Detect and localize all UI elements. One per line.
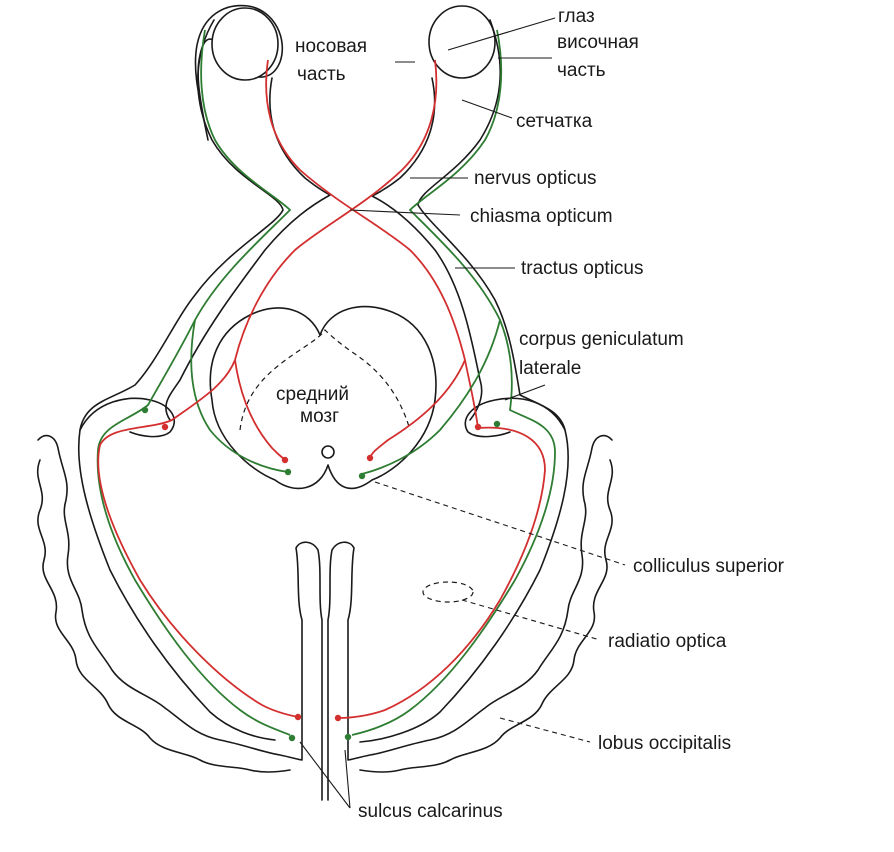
label-radiatio-optica: radiatio optica — [608, 631, 727, 652]
leader-corpus — [504, 384, 546, 401]
label-midbrain-1: средний — [276, 384, 349, 405]
left-lgn-outline — [79, 397, 175, 438]
left-lgn-red-synapse — [161, 423, 169, 431]
label-tractus-opticus: tractus opticus — [521, 258, 644, 279]
leader-sulcus-right — [344, 749, 351, 809]
leader-lobus — [499, 717, 591, 743]
label-chiasma-opticum: chiasma opticum — [470, 206, 613, 227]
left-nasal-fiber-b — [369, 359, 466, 459]
label-corpus-geniculatum-1: corpus geniculatum — [519, 329, 684, 350]
left-temporal-fiber — [96, 29, 292, 736]
right-cortex-folds — [359, 459, 614, 773]
leader-chiasma — [349, 209, 461, 216]
left-cortex-folds — [36, 459, 291, 773]
label-eye: глаз — [558, 6, 595, 27]
radiatio-optica-marker — [422, 581, 474, 603]
cerebral-aqueduct — [321, 445, 335, 459]
right-colliculus-green-synapse — [358, 472, 366, 480]
label-colliculus-superior: colliculus superior — [633, 556, 785, 577]
leader-sulcus-left — [299, 741, 351, 809]
right-lgn-red-synapse — [474, 423, 482, 431]
left-nerve-outer-wall — [77, 19, 284, 741]
label-retina: сетчатка — [516, 111, 593, 132]
left-nerve-inner-wall — [165, 77, 331, 421]
right-cortex-green-synapse — [344, 733, 352, 741]
right-temporal-fiber — [351, 29, 556, 736]
label-temporal-part-1: височная — [557, 32, 639, 53]
right-nasal-cortex-fiber — [339, 426, 546, 719]
left-nasal-fiber — [265, 59, 479, 429]
left-temporal-fiber-2 — [190, 319, 289, 473]
right-lgn-outline — [464, 397, 566, 438]
leader-radiatio — [461, 599, 601, 641]
right-eyeball — [428, 5, 496, 79]
right-colliculus-red-synapse — [366, 454, 374, 462]
leader-eye — [447, 17, 556, 51]
right-nasal-fiber — [97, 59, 438, 718]
label-nasal-part-2: часть — [297, 64, 346, 85]
synapse-markers — [141, 406, 501, 742]
midbrain-inner-curve — [239, 329, 411, 431]
label-temporal-part-2: часть — [557, 60, 606, 81]
right-nerve-inner-wall — [371, 77, 483, 421]
leader-colliculus — [374, 481, 626, 566]
right-temporal-fiber-2 — [361, 319, 501, 475]
label-corpus-geniculatum-2: laterale — [519, 358, 581, 379]
label-midbrain-2: мозг — [300, 406, 339, 427]
leader-retina — [461, 99, 513, 119]
left-colliculus-red-synapse — [281, 456, 289, 464]
left-colliculus-green-synapse — [284, 468, 292, 476]
left-eyeball — [211, 7, 279, 81]
left-occipital-outline — [37, 434, 323, 801]
right-lgn-green-synapse — [493, 420, 501, 428]
label-nasal-part-1: носовая — [295, 36, 367, 57]
right-nasal-fiber-b — [234, 359, 287, 461]
right-cortex-red-synapse — [334, 714, 342, 722]
right-occipital-outline — [327, 434, 613, 801]
label-nervus-opticus: nervus opticus — [474, 168, 597, 189]
label-sulcus-calcarinus: sulcus calcarinus — [358, 801, 503, 822]
label-lobus-occipitalis: lobus occipitalis — [598, 733, 731, 754]
left-cortex-green-synapse — [288, 734, 296, 742]
right-nerve-outer-wall — [359, 19, 569, 743]
left-cortex-red-synapse — [294, 713, 302, 721]
left-lgn-green-synapse — [141, 406, 149, 414]
